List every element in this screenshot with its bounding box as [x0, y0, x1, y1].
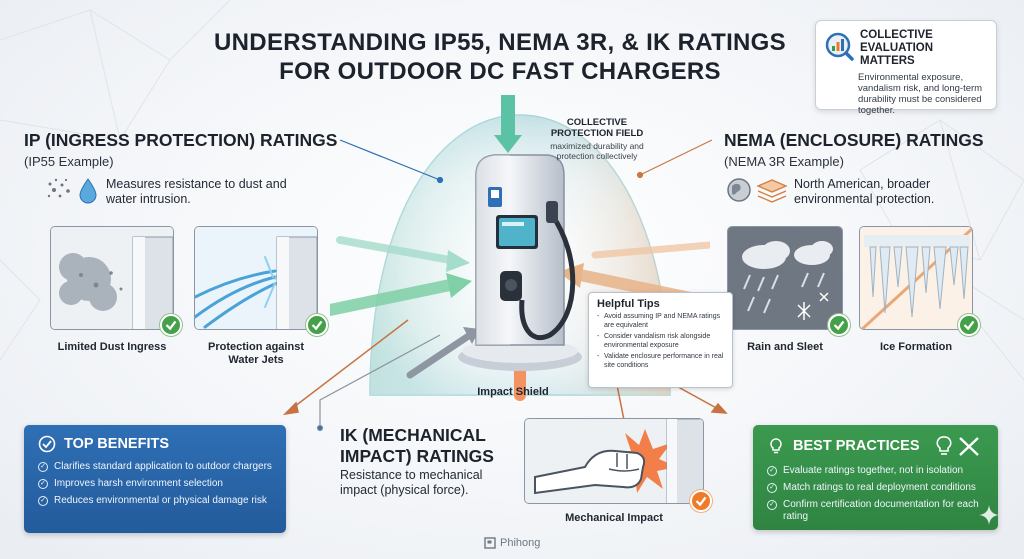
lightbulb-icon	[770, 438, 782, 454]
globe-layers-icon	[727, 178, 788, 203]
collective-evaluation-box: COLLECTIVE EVALUATION MATTERS Environmen…	[815, 20, 997, 116]
ip-sub: (IP55 Example)	[24, 154, 114, 169]
benefits-list: ✓ Clarifies standard application to outdo…	[38, 461, 272, 507]
nema-sub: (NEMA 3R Example)	[724, 154, 844, 169]
benefits-heading: TOP BENEFITS	[64, 436, 170, 452]
dust-check-icon	[160, 314, 182, 336]
bulb-tools-icon	[936, 436, 979, 456]
impact-check-icon	[690, 490, 712, 512]
tip-item: Avoid assuming IP and NEMA ratings are e…	[597, 313, 724, 330]
footer-brand: Phihong	[484, 537, 540, 549]
ice-formation-label: Ice Formation	[879, 341, 953, 353]
practices-heading: BEST PRACTICES	[793, 438, 920, 454]
practices-heading-row: BEST PRACTICES	[767, 435, 984, 457]
collective-heading-line-2: EVALUATION MATTERS	[860, 42, 934, 67]
rain-sleet-card	[727, 226, 843, 330]
check-icon: ✓	[767, 466, 777, 476]
ip-desc-line-2: water intrusion.	[106, 192, 191, 206]
ip-heading: IP (INGRESS PROTECTION) RATINGS	[24, 130, 338, 150]
collective-text: Environmental exposure, vandalism risk, …	[858, 72, 983, 116]
rain-cloud-image	[728, 227, 842, 329]
ip-desc: Measures resistance to dust and water in…	[106, 177, 287, 207]
nema-heading: NEMA (ENCLOSURE) RATINGS	[724, 130, 984, 150]
best-practices-box: BEST PRACTICES ✓ Evaluate ratings togethe…	[753, 425, 998, 530]
impact-shield-label: Impact Shield	[477, 386, 549, 398]
check-icon: ✓	[767, 500, 777, 510]
title-line-2: FOR OUTDOOR DC FAST CHARGERS	[279, 58, 721, 85]
practice-text: Evaluate ratings together, not in isolat…	[783, 465, 964, 476]
field-desc-line-2: protection collectively	[556, 151, 638, 161]
practice-item: ✓ Match ratings to real deployment condit…	[767, 482, 984, 494]
nema-desc-line-1: North American, broader	[794, 177, 931, 191]
rain-sleet-label: Rain and Sleet	[747, 341, 823, 353]
practices-list: ✓ Evaluate ratings together, not in isola…	[767, 465, 984, 523]
water-jets-label-line-1: Protection against	[208, 341, 304, 353]
benefits-heading-row: TOP BENEFITS	[38, 435, 272, 453]
phihong-logo-icon	[484, 537, 496, 549]
ip-desc-line-1: Measures resistance to dust and	[106, 177, 287, 191]
dust-ingress-card	[50, 226, 174, 330]
benefit-item: ✓ Reduces environmental or physical damag…	[38, 495, 272, 507]
practice-item: ✓ Evaluate ratings together, not in isola…	[767, 465, 984, 477]
water-jets-card	[194, 226, 318, 330]
practice-item: ✓ Confirm certification documentation for…	[767, 499, 984, 523]
field-desc-line-1: maximized durability and	[550, 141, 644, 151]
check-icon: ✓	[767, 483, 777, 493]
ik-heading-line-1: IK (MECHANICAL	[340, 425, 486, 445]
collective-heading: COLLECTIVE EVALUATION MATTERS	[860, 29, 988, 68]
ice-check-icon	[958, 314, 980, 336]
ice-image	[860, 227, 972, 329]
water-check-icon	[306, 314, 328, 336]
water-jets-label-line-2: Water Jets	[228, 354, 284, 366]
mechanical-impact-card	[524, 418, 704, 504]
rain-check-icon	[828, 314, 850, 336]
fist-impact-image	[525, 419, 703, 503]
benefit-item: ✓ Improves harsh environment selection	[38, 478, 272, 490]
page-title: UNDERSTANDING IP55, NEMA 3R, & IK RATING…	[190, 28, 810, 86]
field-title-line-2: PROTECTION FIELD	[550, 128, 644, 139]
nema-desc-line-2: environmental protection.	[794, 192, 935, 206]
benefit-text: Clarifies standard application to outdoo…	[54, 461, 272, 472]
practice-text: Confirm certification documentation for …	[783, 499, 979, 522]
benefit-text: Improves harsh environment selection	[54, 478, 223, 489]
water-jets-label: Protection against Water Jets	[186, 341, 326, 367]
mechanical-impact-label: Mechanical Impact	[565, 512, 663, 524]
top-benefits-box: TOP BENEFITS ✓ Clarifies standard applica…	[24, 425, 286, 533]
protection-field-title: COLLECTIVE PROTECTION FIELD	[532, 117, 662, 139]
dust-cloud-image	[51, 227, 173, 329]
collective-heading-line-1: COLLECTIVE	[860, 29, 933, 41]
dust-ingress-label: Limited Dust Ingress	[57, 341, 167, 353]
check-circle-icon	[38, 435, 56, 453]
protection-field-label: COLLECTIVE PROTECTION FIELD maximized du…	[532, 117, 662, 161]
nema-desc: North American, broader environmental pr…	[794, 177, 934, 207]
sparkle-icon	[979, 505, 999, 525]
helpful-tips-box: Helpful Tips Avoid assuming IP and NEMA …	[588, 292, 733, 388]
tip-item: Consider vandalism risk alongside enviro…	[597, 333, 724, 350]
ik-desc: Resistance to mechanical impact (physica…	[340, 468, 482, 498]
footer-brand-text: Phihong	[500, 537, 541, 549]
tips-list: Avoid assuming IP and NEMA ratings are e…	[597, 313, 724, 370]
ik-heading-line-2: IMPACT) RATINGS	[340, 446, 494, 466]
benefit-item: ✓ Clarifies standard application to outdo…	[38, 461, 272, 473]
dust-water-icon	[47, 178, 97, 204]
title-line-1: UNDERSTANDING IP55, NEMA 3R, & IK RATING…	[214, 29, 786, 56]
protection-field-desc: maximized durability and protection coll…	[532, 141, 662, 161]
check-icon: ✓	[38, 496, 48, 506]
check-icon: ✓	[38, 462, 48, 472]
water-jet-image	[195, 227, 317, 329]
practice-text: Match ratings to real deployment conditi…	[783, 482, 976, 493]
check-icon: ✓	[38, 479, 48, 489]
tip-item: Validate enclosure performance in real s…	[597, 353, 724, 370]
ice-formation-card	[859, 226, 973, 330]
field-title-line-1: COLLECTIVE	[566, 117, 628, 128]
tips-heading: Helpful Tips	[597, 298, 660, 310]
ik-heading: IK (MECHANICAL IMPACT) RATINGS	[340, 425, 494, 467]
benefit-text: Reduces environmental or physical damage…	[54, 495, 267, 506]
ik-desc-line-2: impact (physical force).	[340, 483, 469, 497]
ik-desc-line-1: Resistance to mechanical	[340, 468, 483, 482]
magnifier-chart-icon	[825, 32, 854, 61]
